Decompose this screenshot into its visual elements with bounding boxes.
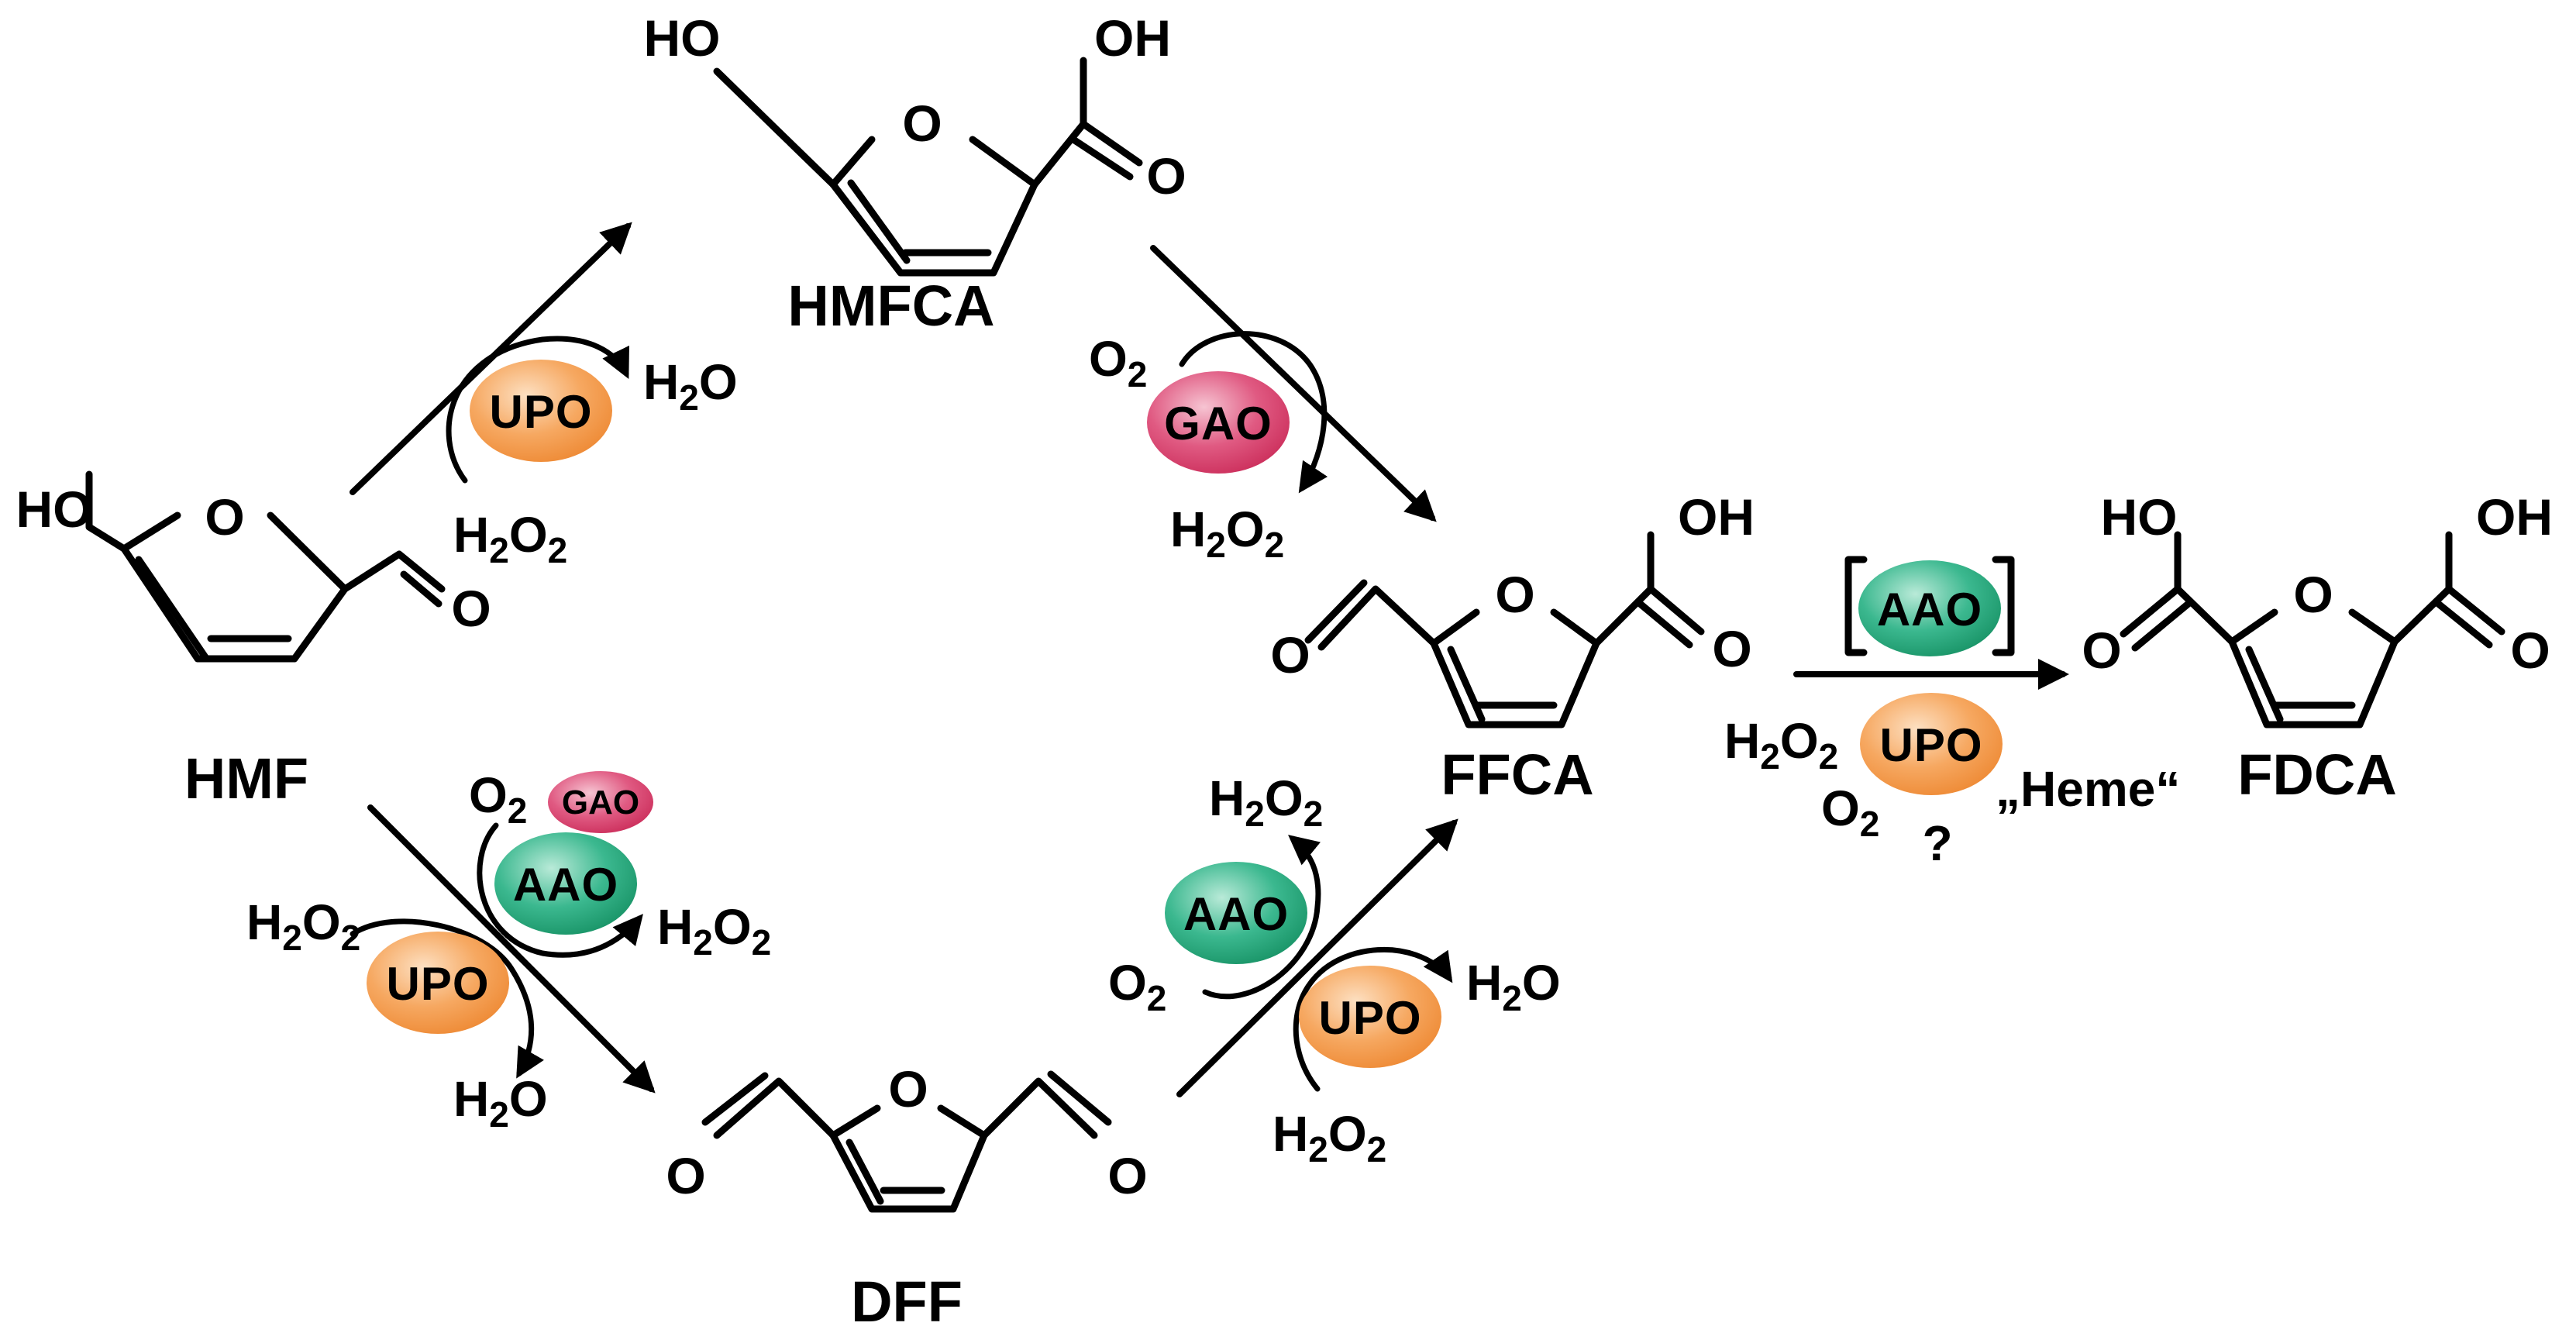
aldehyde-oxygen-right: O bbox=[1107, 1147, 1147, 1204]
hydroxyl-label: HO bbox=[644, 9, 721, 67]
enzyme-upo-label: UPO bbox=[489, 386, 592, 438]
cosubstrate-h2o2: H2O2 bbox=[246, 894, 360, 958]
cofactor-curve-upo bbox=[350, 918, 544, 1079]
ring-oxygen: O bbox=[888, 1060, 928, 1118]
cosubstrate-h2o2: H2O2 bbox=[453, 507, 567, 570]
enzyme-upo-label: UPO bbox=[386, 958, 489, 1010]
hydroxyl-label: HO bbox=[16, 480, 93, 538]
enzyme-aao bbox=[494, 832, 637, 935]
step-ffca-fdca: AAO UPO H2O2 O2 ? „Heme“ bbox=[1724, 556, 2180, 871]
ring-oxygen: O bbox=[205, 488, 244, 546]
compound-label-hmf: HMF bbox=[184, 746, 308, 811]
enzyme-aao-label: AAO bbox=[1183, 888, 1289, 940]
acid-hydroxyl-label-left: HO bbox=[2101, 488, 2178, 546]
enzyme-gao-label: GAO bbox=[1164, 398, 1273, 450]
aldehyde-oxygen-left: O bbox=[666, 1147, 705, 1204]
cofactor-curve bbox=[1179, 331, 1328, 494]
acid-hydroxyl-label: OH bbox=[1678, 488, 1755, 546]
step-dff-ffca: AAO UPO H2O2 O2 H2O H2O2 bbox=[1108, 770, 1561, 1169]
compound-label-fdca: FDCA bbox=[2237, 742, 2397, 807]
enzyme-aao-label: AAO bbox=[513, 859, 618, 911]
product-h2o2: H2O2 bbox=[657, 899, 771, 963]
heme-label: „Heme“ bbox=[1996, 761, 2180, 817]
compound-label-hmfca: HMFCA bbox=[787, 274, 994, 338]
product-h2o: H2O bbox=[453, 1071, 548, 1135]
step-hmf-hmfca: UPO H2O H2O2 bbox=[446, 336, 738, 570]
molecule-fdca: O HO OH O O FDCA bbox=[2082, 488, 2553, 807]
cosubstrate-o2: O2 bbox=[1821, 780, 1879, 844]
enzyme-gao-label: GAO bbox=[562, 784, 639, 822]
enzyme-gao bbox=[1147, 371, 1290, 474]
molecule-ffca: O O OH O FFCA bbox=[1270, 488, 1755, 807]
carbonyl-oxygen-left: O bbox=[2082, 622, 2121, 679]
cofactor-curve-aao bbox=[1202, 835, 1321, 1000]
reaction-arrow-hmfca-to-ffca bbox=[1150, 245, 1437, 522]
cosubstrate-h2o2: H2O2 bbox=[1724, 713, 1838, 777]
ring-oxygen: O bbox=[2293, 566, 2333, 623]
acid-hydroxyl-label-right: OH bbox=[2476, 488, 2553, 546]
ring-oxygen: O bbox=[1495, 566, 1534, 623]
carbonyl-oxygen: O bbox=[1712, 620, 1751, 677]
compound-label-ffca: FFCA bbox=[1441, 742, 1593, 807]
molecule-dff: O O O DFF bbox=[666, 1060, 1147, 1333]
enzyme-upo bbox=[367, 932, 509, 1034]
molecule-hmfca: O HO OH O HMFCA bbox=[644, 9, 1186, 338]
molecule-hmf: O HO O HMF bbox=[16, 470, 491, 811]
reaction-arrow-hmf-to-dff bbox=[367, 804, 656, 1094]
step-hmfca-ffca: GAO O2 H2O2 bbox=[1089, 331, 1328, 565]
enzyme-upo-label: UPO bbox=[1318, 992, 1421, 1044]
enzyme-upo bbox=[1299, 966, 1441, 1068]
enzyme-gao bbox=[548, 771, 653, 833]
cofactor-curve-aao bbox=[477, 822, 643, 958]
cosubstrate-o2: O2 bbox=[1089, 331, 1147, 394]
reaction-arrow-dff-to-ffca bbox=[1176, 818, 1458, 1097]
question-mark: ? bbox=[1922, 815, 1952, 871]
bracket-right bbox=[1992, 556, 2015, 656]
step-hmf-dff: GAO AAO UPO O2 H2O2 H2O2 H2O bbox=[246, 767, 771, 1135]
cofactor-curve bbox=[446, 336, 629, 484]
enzyme-upo-label: UPO bbox=[1879, 719, 1982, 771]
cosubstrate-o2: O2 bbox=[1108, 955, 1166, 1018]
enzyme-aao bbox=[1165, 862, 1307, 964]
cosubstrate-h2o2: H2O2 bbox=[1273, 1106, 1386, 1169]
ring-oxygen: O bbox=[902, 95, 942, 152]
product-h2o: H2O bbox=[643, 354, 738, 418]
cofactor-curve-upo bbox=[1293, 947, 1453, 1092]
product-h2o2: H2O2 bbox=[1170, 501, 1284, 565]
enzyme-aao bbox=[1858, 560, 2001, 656]
cosubstrate-o2: O2 bbox=[469, 767, 527, 831]
compound-label-dff: DFF bbox=[851, 1269, 963, 1333]
enzyme-upo bbox=[1860, 693, 2003, 795]
carbonyl-oxygen-right: O bbox=[2510, 622, 2550, 679]
enzyme-upo bbox=[470, 360, 612, 462]
aldehyde-oxygen: O bbox=[1270, 626, 1310, 684]
carbonyl-oxygen: O bbox=[451, 580, 491, 637]
product-h2o: H2O bbox=[1466, 955, 1561, 1018]
enzyme-aao-label: AAO bbox=[1877, 584, 1982, 636]
product-h2o2: H2O2 bbox=[1209, 770, 1323, 834]
bracket-left bbox=[1844, 556, 1868, 656]
acid-hydroxyl-label: OH bbox=[1094, 9, 1171, 67]
carbonyl-oxygen: O bbox=[1146, 147, 1186, 205]
